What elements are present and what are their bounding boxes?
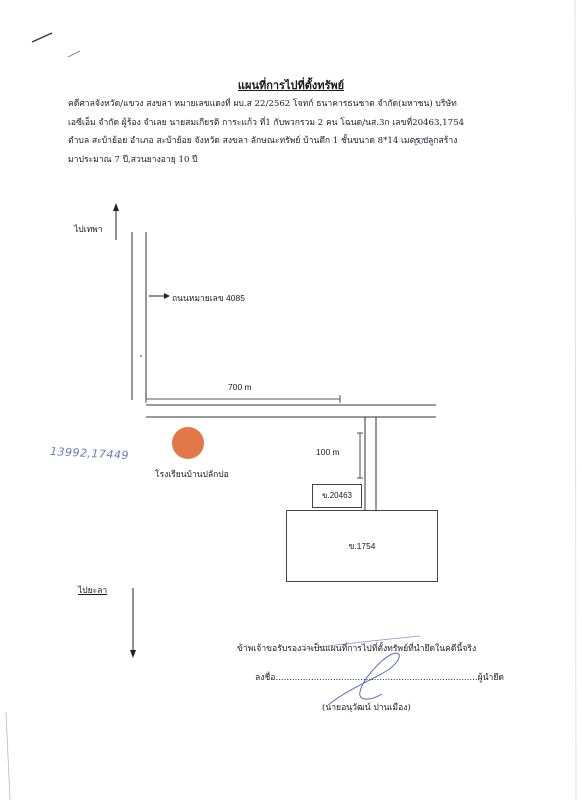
- signer-role: ผู้นำยึด: [477, 673, 504, 683]
- south-arrow-head: [130, 650, 136, 658]
- map-dot: [140, 355, 142, 357]
- case-details-line: คดีศาลจังหวัด/แขวง สงขลา หมายเลขแดงที่ ผ…: [68, 99, 457, 109]
- distance-700m-label: 700 m: [228, 382, 252, 392]
- road-number-label: ถนนหมายเลข 4085: [172, 293, 245, 303]
- scan-edge-left: [5, 711, 11, 800]
- scan-mark-top-left: [31, 32, 53, 43]
- south-direction-label: ไปยะลา: [78, 586, 108, 596]
- signature-scribble: [327, 652, 400, 706]
- case-details-paragraph: คดีศาลจังหวัด/แขวง สงขลา หมายเลขแดงที่ ผ…: [68, 95, 538, 169]
- school-label: โรงเรียนบ้านปลักปอ: [155, 470, 229, 480]
- case-details-line: เอซีเอ็ม จำกัด ผู้ร้อง จำเลย นายสมเกียรต…: [68, 117, 465, 128]
- scan-mark-small: [67, 50, 81, 58]
- distance-100m-label: 100 m: [316, 447, 340, 457]
- road-pointer-head: [164, 293, 170, 299]
- document-title: แผนที่การไปที่ตั้งทรัพย์: [237, 79, 345, 92]
- certification-statement: ข้าพเจ้าขอรับรองว่าเป็นแผนที่การไปที่ตั้…: [237, 644, 477, 654]
- signature-stroke: [299, 635, 421, 651]
- north-direction-label: ไปเทพา: [74, 225, 103, 235]
- scan-edge-right: [574, 0, 577, 800]
- signature-line: ลงชื่อ..................................…: [255, 670, 504, 684]
- signer-name: (นายอนุวัฒน์ ปานเมือง): [322, 703, 411, 713]
- signature-dots: ลงชื่อ..................................…: [255, 673, 478, 683]
- school-marker: [172, 427, 204, 459]
- parcel-1754: ข.1754: [286, 510, 438, 582]
- parcel-20463: ข.20463: [312, 484, 362, 508]
- case-details-line: ตำบล สะบ้าย้อย อำเภอ สะบ้าย้อย จังหวัด ส…: [68, 136, 458, 146]
- case-details-line: มาประมาณ 7 ปี,สวนยางอายุ 10 ปี: [68, 154, 198, 165]
- north-arrow-head: [113, 203, 119, 211]
